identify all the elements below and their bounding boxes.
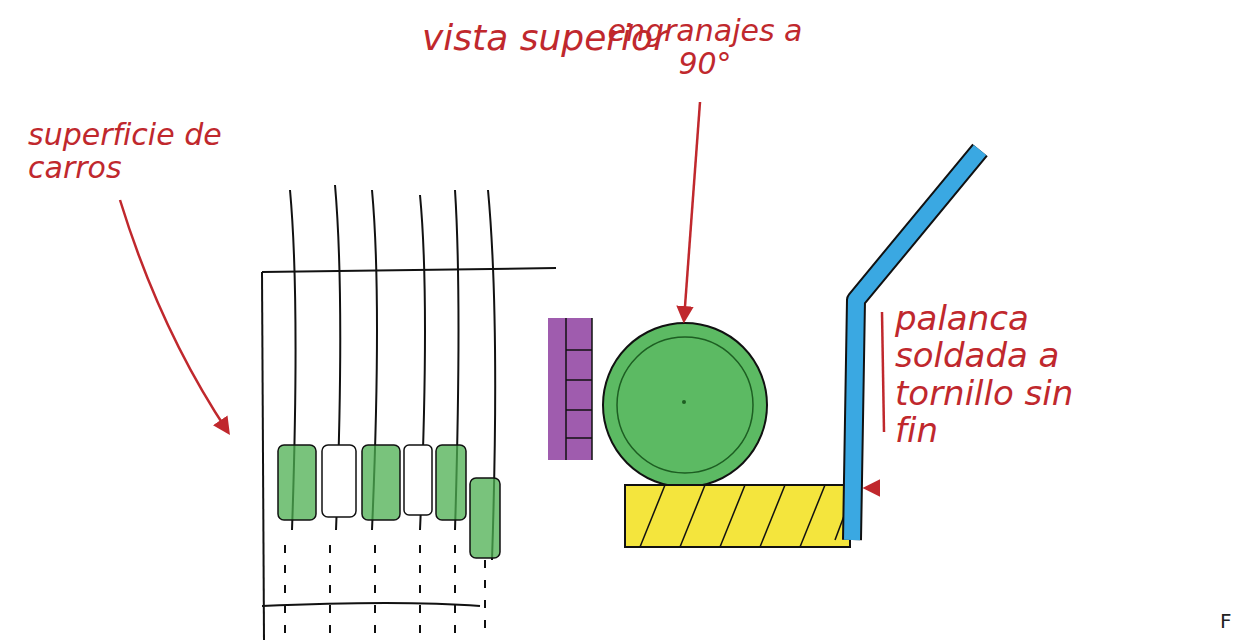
gear	[603, 323, 767, 487]
surface-label: superficie de carros	[28, 118, 228, 184]
corner-mark: F	[1220, 610, 1238, 632]
leader-arrows	[120, 102, 884, 488]
cart-surface	[262, 185, 556, 640]
dashed-guides	[285, 545, 485, 640]
worm-screw	[625, 485, 850, 547]
lever-label: palanca soldada a tornillo sin fin	[895, 300, 1125, 450]
cart-blocks	[278, 445, 500, 558]
gear-label: engranajes a 90°	[600, 14, 810, 80]
rack	[548, 318, 592, 460]
